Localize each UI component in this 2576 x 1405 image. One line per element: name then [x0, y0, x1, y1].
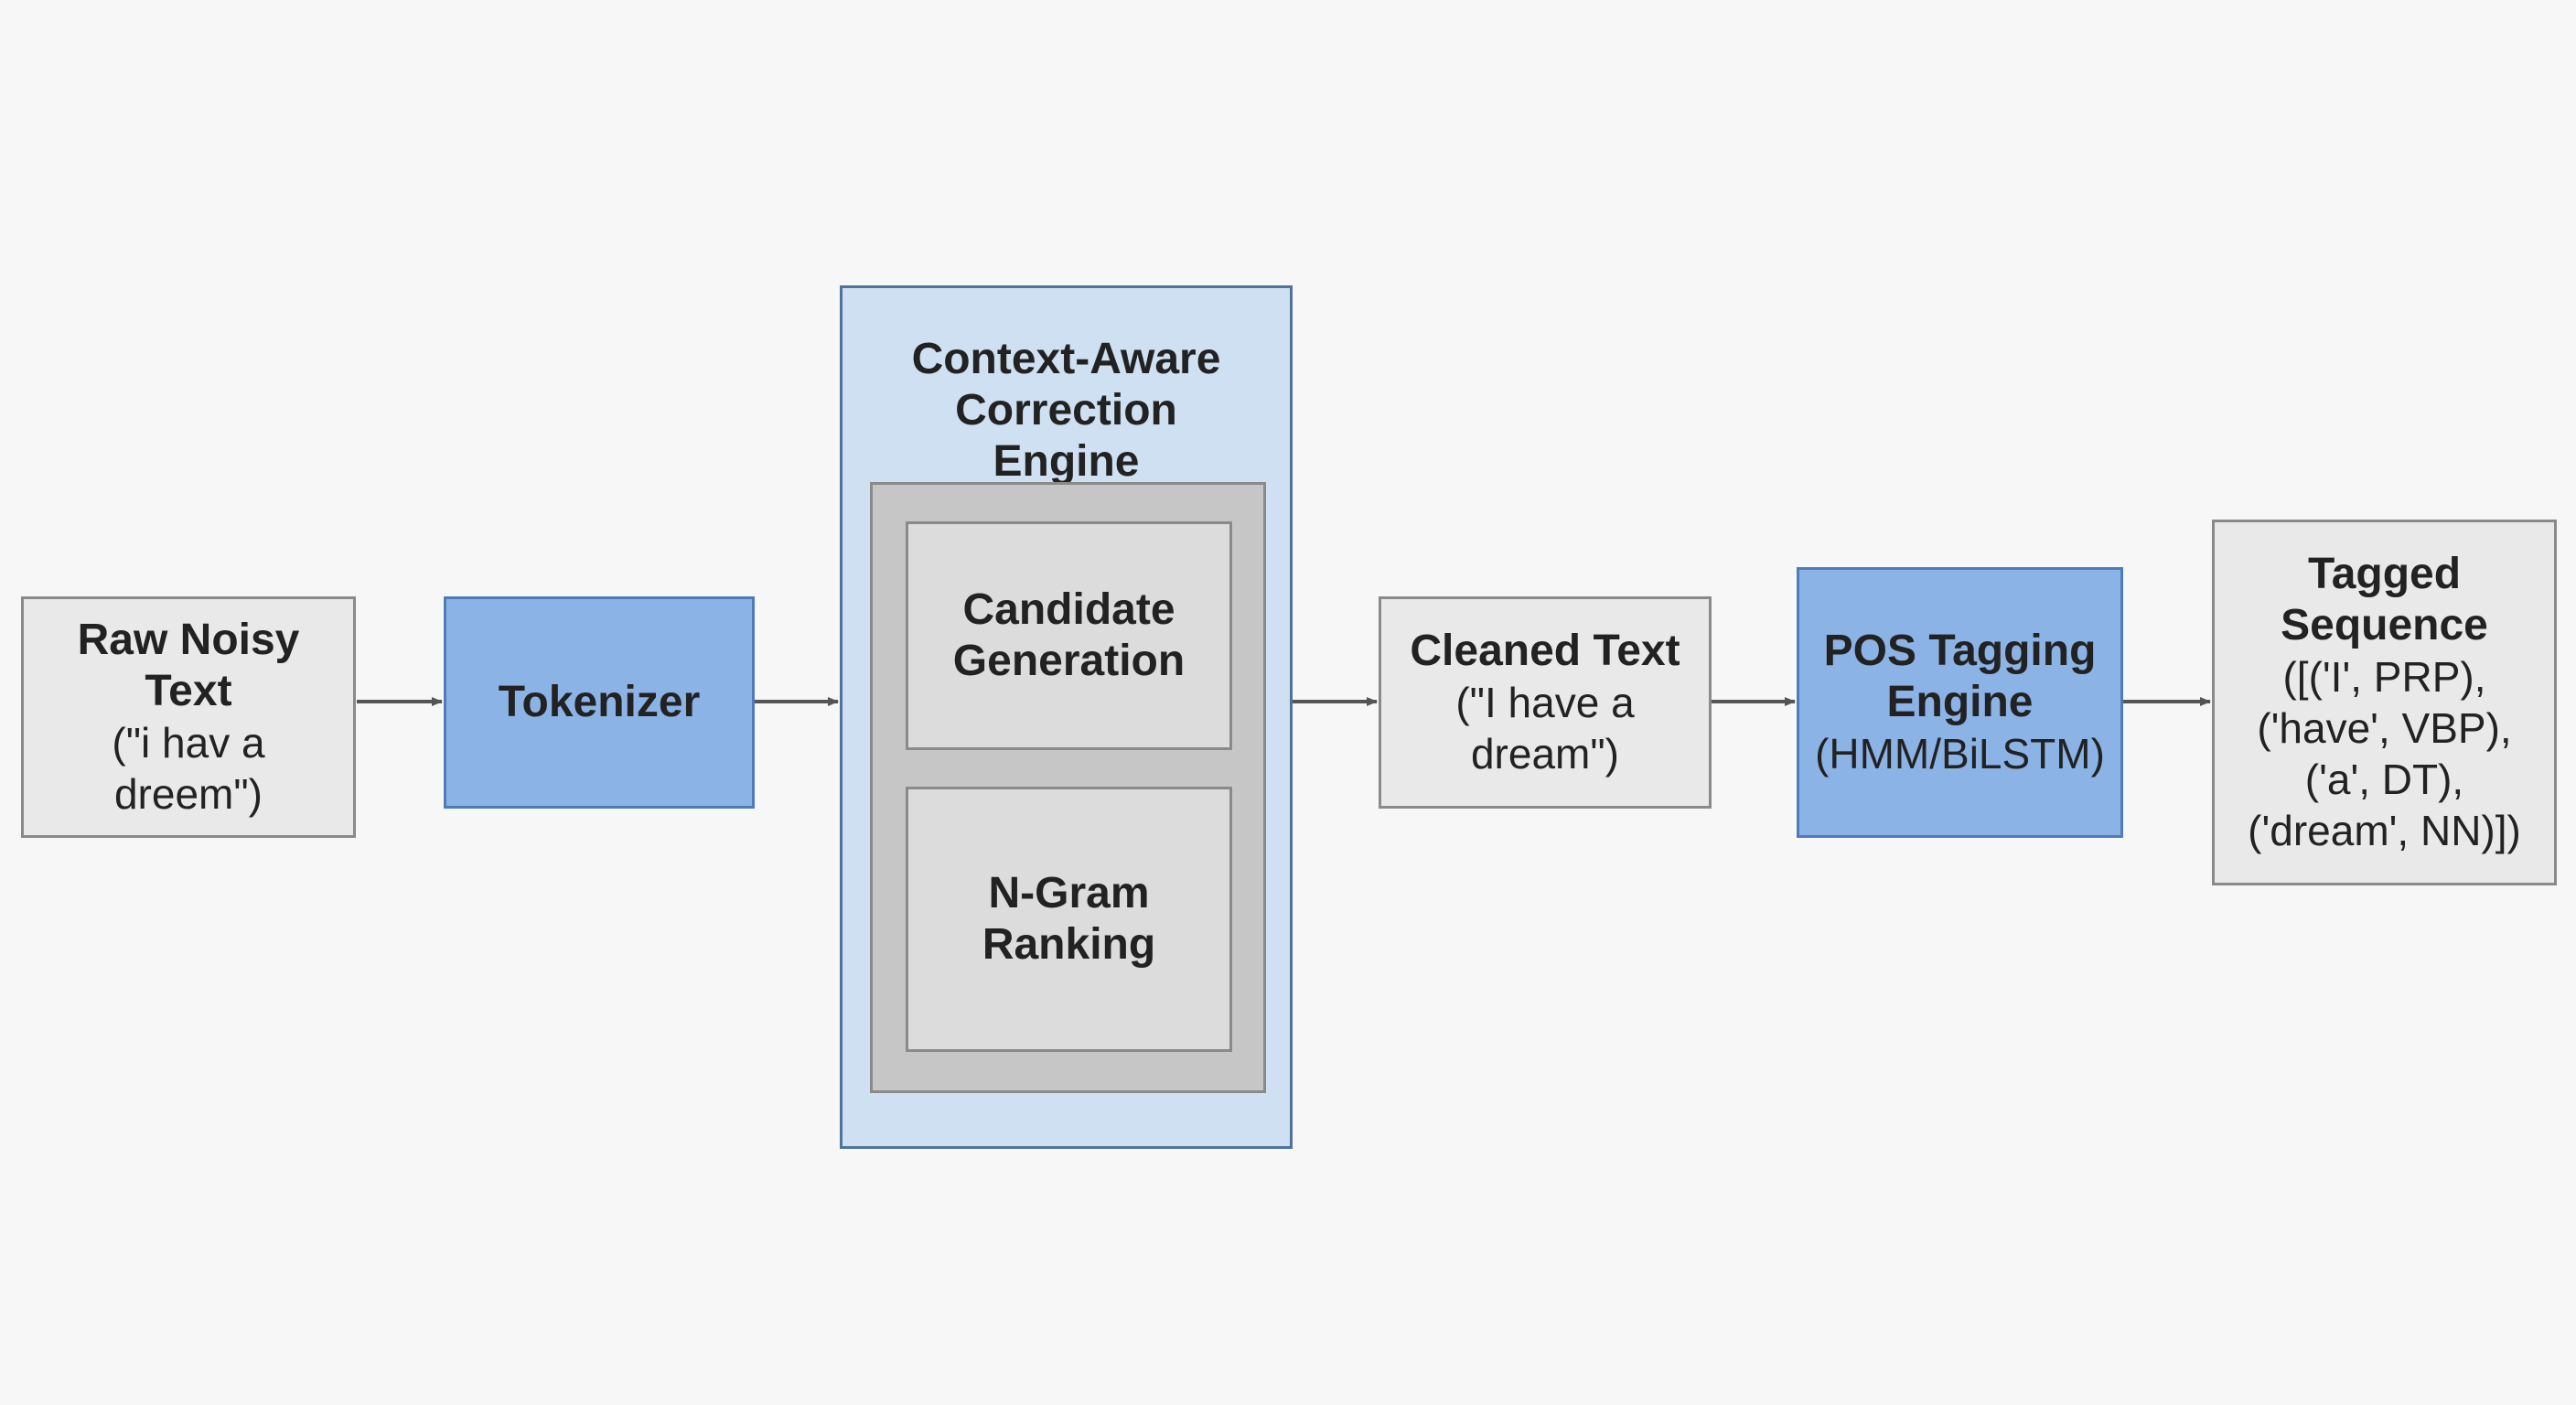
pos-tagging-engine-box: POS Tagging Engine (HMM/BiLSTM): [1797, 567, 2123, 838]
raw-noisy-text-title: Raw Noisy Text: [77, 616, 300, 715]
correction-engine-inner-frame: Candidate Generation N-Gram Ranking: [870, 482, 1266, 1093]
tagged-sequence-title: Tagged Sequence: [2281, 550, 2488, 649]
tagged-sequence-box: Tagged Sequence ([('I', PRP), ('have', V…: [2212, 520, 2557, 885]
tokenizer-title: Tokenizer: [498, 678, 701, 726]
cleaned-text-example: ("I have a dream"): [1455, 679, 1635, 778]
tokenizer-box: Tokenizer: [444, 596, 755, 809]
cleaned-text-title: Cleaned Text: [1410, 627, 1680, 675]
cleaned-text-box: Cleaned Text ("I have a dream"): [1379, 596, 1712, 809]
tagged-sequence-output: ([('I', PRP), ('have', VBP), ('a', DT), …: [2248, 653, 2521, 854]
correction-engine-container: Context-Aware Correction Engine Candidat…: [840, 285, 1293, 1149]
pos-tagging-engine-model: (HMM/BiLSTM): [1815, 730, 2105, 778]
raw-noisy-text-box: Raw Noisy Text ("i hav a dreem"): [21, 596, 356, 838]
raw-noisy-text-example: ("i hav a dreem"): [112, 719, 265, 818]
ngram-ranking-box: N-Gram Ranking: [906, 787, 1232, 1052]
candidate-generation-box: Candidate Generation: [906, 521, 1232, 750]
pos-tagging-engine-title: POS Tagging Engine: [1823, 627, 2097, 726]
candidate-generation-title: Candidate Generation: [952, 585, 1186, 685]
correction-engine-title: Context-Aware Correction Engine: [911, 335, 1221, 486]
ngram-ranking-title: N-Gram Ranking: [982, 869, 1156, 969]
